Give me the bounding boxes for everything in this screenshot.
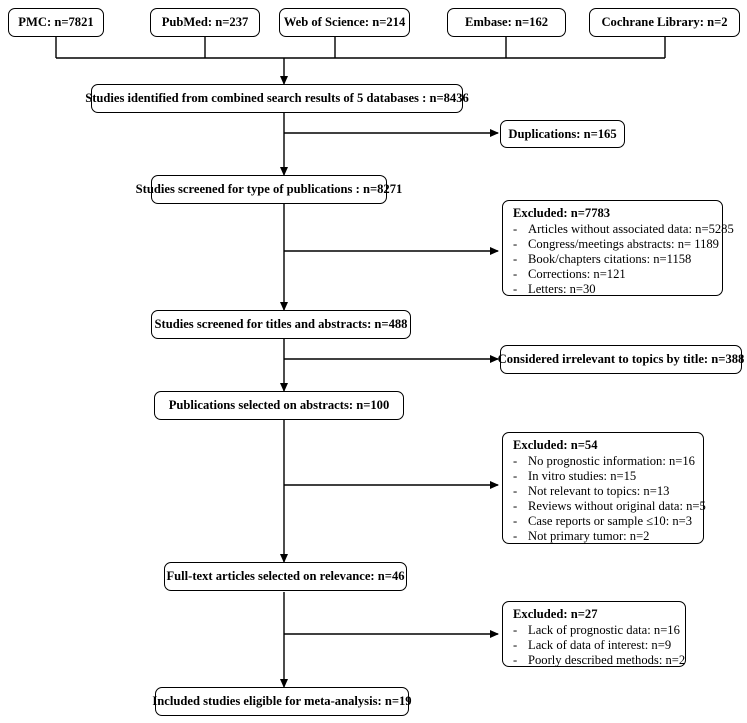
duplications-box: Duplications: n=165	[500, 120, 625, 148]
step-label: Studies screened for type of publication…	[135, 182, 403, 196]
step-identified: Studies identified from combined search …	[85, 84, 469, 113]
excluded-item: -Not primary tumor: n=2	[513, 529, 650, 543]
step-label: Included studies eligible for meta-analy…	[152, 694, 412, 708]
excluded-title: Excluded: n=7783	[513, 206, 611, 220]
step-label: Publications selected on abstracts: n=10…	[168, 398, 390, 412]
step-full-text: Full-text articles selected on relevance…	[164, 562, 407, 591]
duplications-label: Duplications: n=165	[508, 126, 617, 141]
irrelevant-label: Considered irrelevant to topics by title…	[497, 352, 745, 366]
source-label: Cochrane Library: n=2	[601, 15, 728, 29]
irrelevant-box: Considered irrelevant to topics by title…	[497, 345, 745, 374]
excluded-title: Excluded: n=54	[513, 438, 598, 452]
excluded-item: -Poorly described methods: n=2	[513, 653, 686, 667]
excluded-item: -Articles without associated data: n=528…	[513, 222, 734, 236]
source-label: PubMed: n=237	[161, 15, 249, 29]
excluded-item: -Lack of data of interest: n=9	[513, 638, 672, 652]
excluded-item: -Corrections: n=121	[513, 267, 626, 281]
source-embase: Embase: n=162	[447, 8, 566, 37]
source-label: Web of Science: n=214	[283, 15, 406, 29]
source-web-of-science: Web of Science: n=214	[279, 8, 410, 37]
excluded-item: -Not relevant to topics: n=13	[513, 484, 670, 498]
excluded-item: -Book/chapters citations: n=1158	[513, 252, 692, 266]
excluded-item: -Reviews without original data: n=5	[513, 499, 706, 513]
excluded-box-1: Excluded: n=7783 -Articles without assoc…	[502, 200, 734, 296]
excluded-box-2: Excluded: n=54 -No prognostic informatio…	[502, 432, 706, 544]
source-cochrane-library: Cochrane Library: n=2	[589, 8, 740, 37]
excluded-item: -In vitro studies: n=15	[513, 469, 637, 483]
step-screened-titles: Studies screened for titles and abstract…	[151, 310, 411, 339]
excluded-item: -Lack of prognostic data: n=16	[513, 623, 680, 637]
step-included: Included studies eligible for meta-analy…	[152, 687, 412, 716]
source-label: Embase: n=162	[464, 15, 549, 29]
source-pmc: PMC: n=7821	[8, 8, 104, 37]
step-selected-abstracts: Publications selected on abstracts: n=10…	[154, 391, 404, 420]
excluded-item: -Letters: n=30	[513, 282, 596, 296]
excluded-box-3: Excluded: n=27 -Lack of prognostic data:…	[502, 601, 686, 667]
excluded-item: -Congress/meetings abstracts: n= 1189	[513, 237, 719, 251]
step-label: Full-text articles selected on relevance…	[166, 569, 405, 583]
excluded-item: -No prognostic information: n=16	[513, 454, 695, 468]
excluded-item: -Case reports or sample ≤10: n=3	[513, 514, 693, 528]
step-screened-type: Studies screened for type of publication…	[136, 175, 402, 204]
step-label: Studies screened for titles and abstract…	[154, 317, 408, 331]
source-pubmed: PubMed: n=237	[150, 8, 260, 37]
step-label: Studies identified from combined search …	[85, 91, 469, 105]
source-label: PMC: n=7821	[18, 15, 94, 29]
excluded-title: Excluded: n=27	[513, 607, 598, 621]
